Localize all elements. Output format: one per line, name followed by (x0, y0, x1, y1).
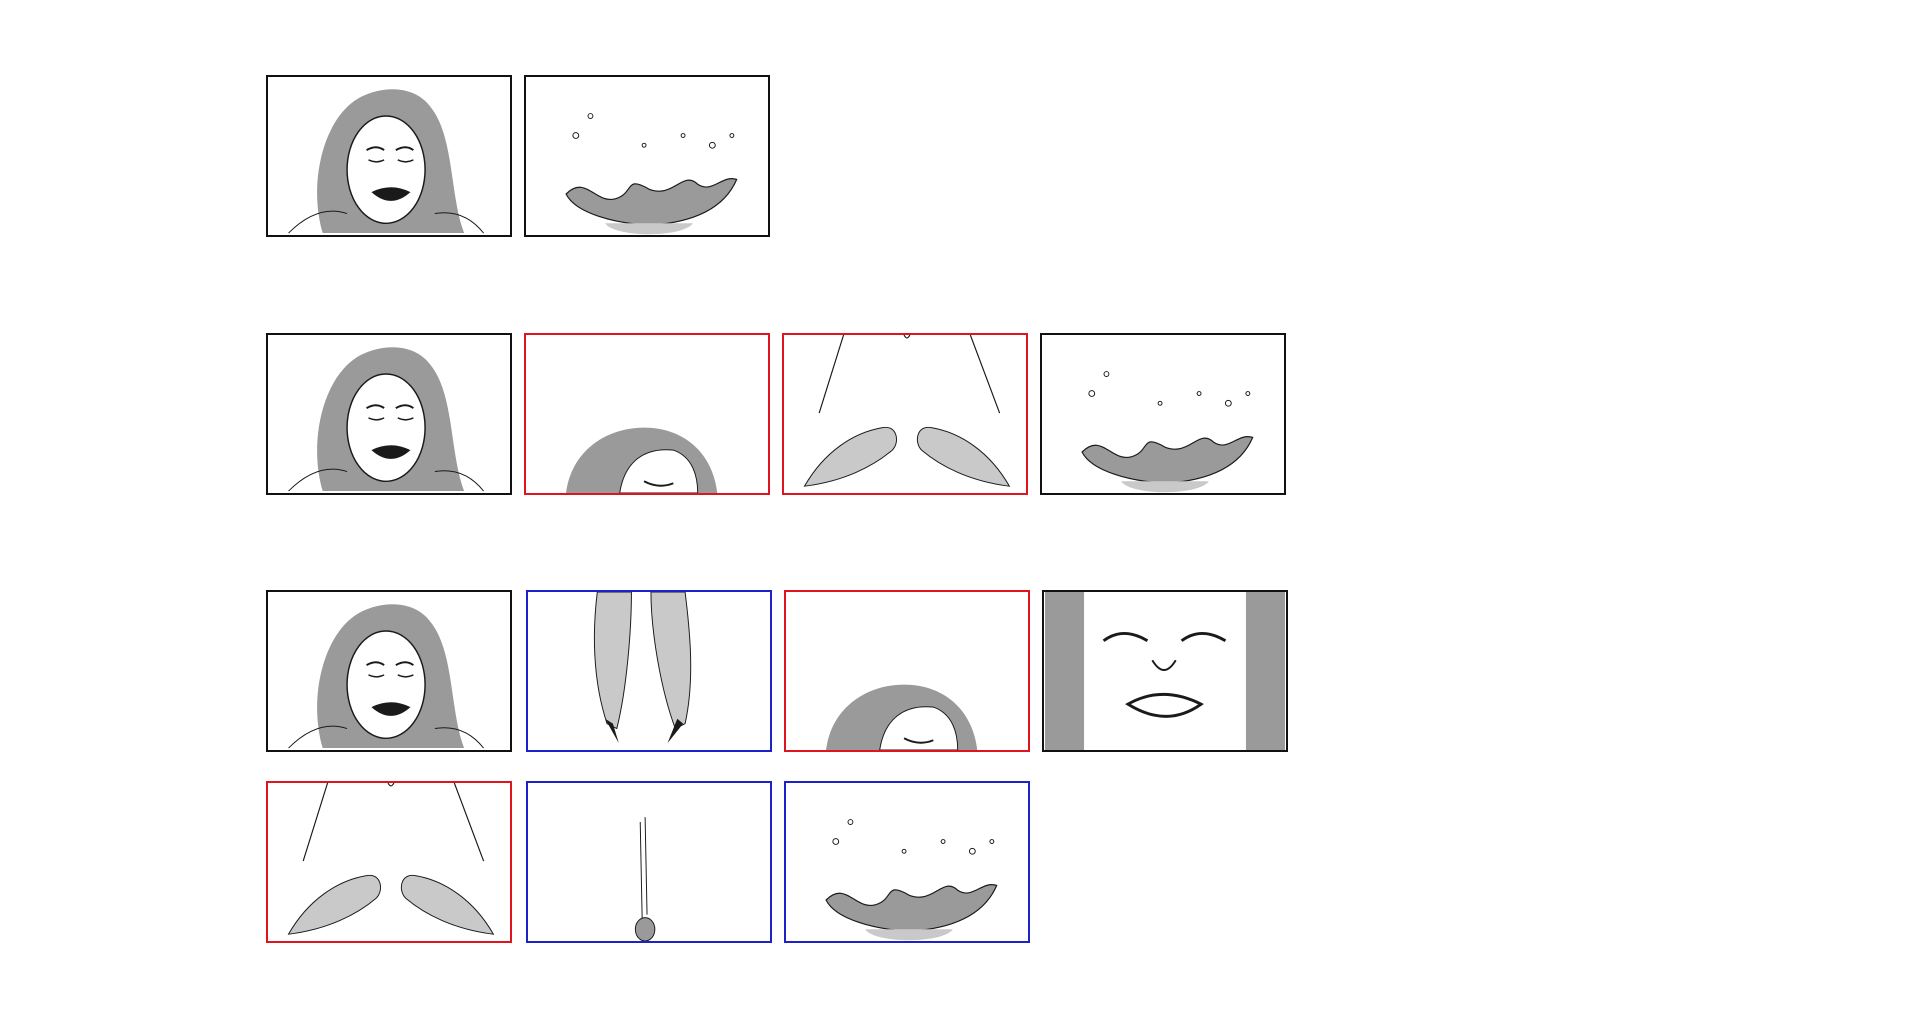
panel-head-top (784, 590, 1030, 752)
head-top-drawing (826, 684, 978, 750)
panel-crying-woman (266, 590, 512, 752)
legs-heels-drawing (593, 592, 692, 744)
panel-legs-heels (526, 590, 772, 752)
squint-face-drawing (1045, 592, 1285, 750)
splash-drawing (1081, 371, 1254, 493)
crying-woman-drawing (288, 89, 484, 234)
crying-woman-drawing (288, 604, 484, 749)
falling-drop-drawing (634, 817, 656, 941)
panel-hands-pinch (266, 781, 512, 943)
panel-crying-woman (266, 75, 512, 237)
panel-crying-woman (266, 333, 512, 495)
hands-pinch-drawing (803, 335, 1011, 487)
hands-pinch-drawing (287, 783, 495, 935)
panel-splash (784, 781, 1030, 943)
panel-splash (1040, 333, 1286, 495)
panel-splash (524, 75, 770, 237)
panel-hands-pinch (782, 333, 1028, 495)
panel-head-top (524, 333, 770, 495)
head-top-drawing (566, 427, 718, 493)
splash-drawing (565, 113, 738, 235)
splash-drawing (825, 819, 998, 941)
panel-squint-face (1042, 590, 1288, 752)
crying-woman-drawing (288, 347, 484, 492)
panel-falling-drop (526, 781, 772, 943)
